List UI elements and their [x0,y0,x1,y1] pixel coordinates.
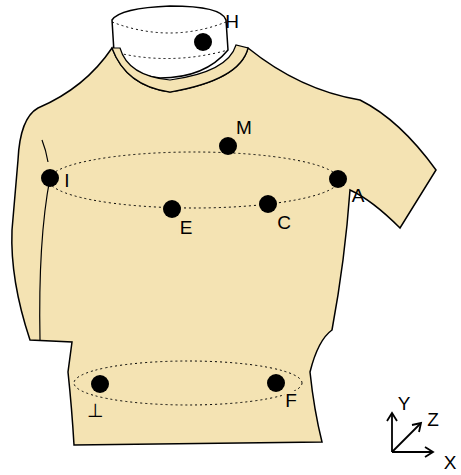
axis-label: Z [426,410,440,430]
arm-seam [42,140,48,162]
axis-label: Y [397,394,412,414]
neck-ring [112,22,226,33]
point-label: H [224,12,240,32]
point-label: ⊥ [86,401,105,421]
point-label: I [63,171,70,191]
neck-ring [114,50,228,59]
collar [112,45,248,92]
axes [387,413,433,457]
point-label: A [351,186,366,206]
arm-seam [40,178,50,340]
point-label: M [235,118,253,138]
marker-dots [41,33,347,393]
point-label: C [276,213,292,233]
point-label: F [284,391,298,411]
chest-circumference [49,152,339,208]
shirt [12,48,436,445]
point-label: E [179,218,194,238]
waist-circumference [74,361,302,405]
axis-label: X [443,453,458,473]
